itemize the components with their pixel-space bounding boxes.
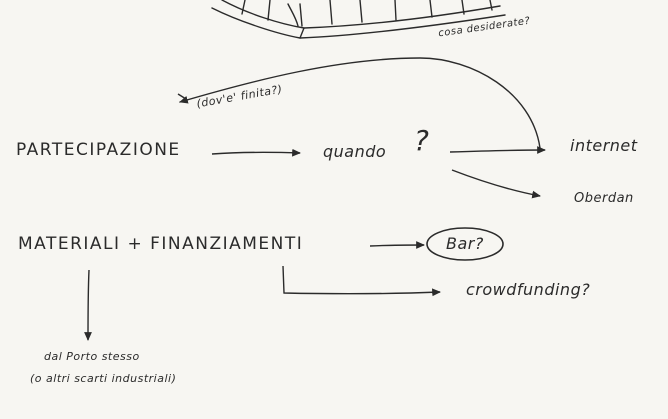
note-tick [177,93,187,100]
label-materiali-finanziamenti: MATERIALI + FINANZIAMENTI [18,234,304,254]
arrow-partecipazione-quando [211,148,301,157]
label-crowdfunding: crowdfunding? [466,280,591,299]
arrow-materiali-crowdfunding [282,265,441,297]
label-quando: quando [323,142,387,161]
label-quando-question: ? [414,124,430,157]
label-partecipazione: PARTECIPAZIONE [16,140,181,160]
arrow-quando-oberdan [451,169,541,199]
label-internet: internet [570,136,638,155]
arrow-quando-internet [449,146,546,154]
label-altri-scarti: (o altri scarti industriali) [30,372,177,385]
arrow-materiali-porto [84,269,92,341]
label-dal-porto: dal Porto stesso [44,350,140,363]
arrow-materiali-bar [369,241,425,249]
label-bar: Bar? [446,234,484,253]
label-oberdan: Oberdan [574,191,634,206]
top-object-drawing [211,0,506,39]
bar-circle [426,227,504,261]
curve-arrow-internet-to-note [179,57,541,149]
